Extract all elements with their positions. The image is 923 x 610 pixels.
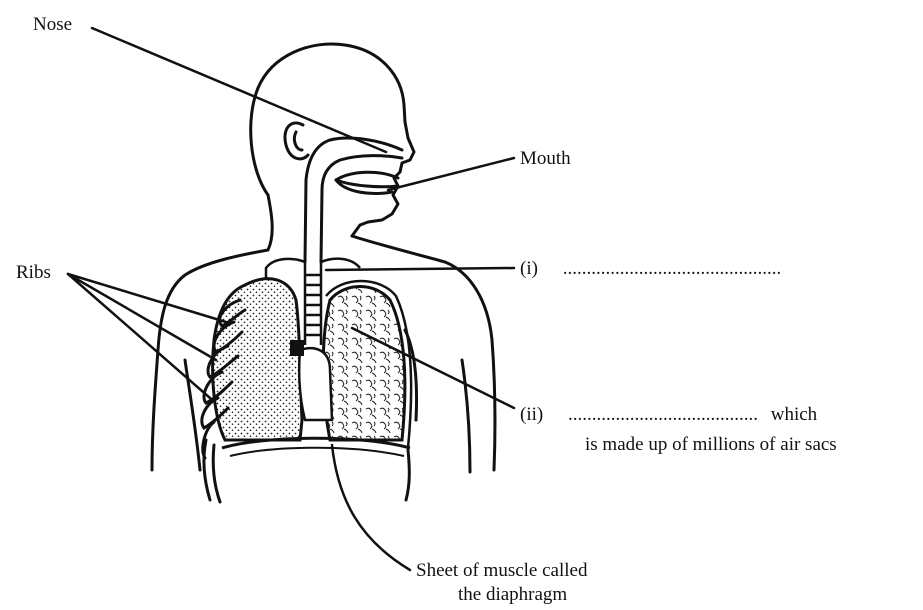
ribs-leader-3 [68,274,210,398]
diaphragm-label-line1: Sheet of muscle called [416,560,587,582]
diaphragm-leader [332,445,410,570]
diaphragm-label-line2: the diaphragm [458,584,567,606]
heart [299,348,332,420]
mouth-leader [388,158,514,190]
mouth-label: Mouth [520,148,571,170]
blank-ii-line2: is made up of millions of air sacs [585,434,837,456]
bronchus-node [290,340,304,356]
blank-i: (i) ....................................… [520,258,781,280]
ribs-leader-2 [68,274,216,360]
airway [305,138,402,262]
trachea-leader [326,268,514,270]
blank-ii-dots: ........................................ [568,404,758,425]
ribs-leader-1 [68,274,226,322]
left-lung [213,279,302,440]
blank-ii-suffix: which [771,404,817,425]
blank-ii-marker: (ii) [520,404,543,425]
diaphragm-inner [230,448,404,456]
nose-label: Nose [33,14,72,36]
blank-i-marker: (i) [520,258,538,279]
nose-leader [92,28,386,152]
blank-i-dots: ........................................… [563,258,782,279]
blank-ii: (ii) ...................................… [520,404,817,426]
right-lung [323,287,405,441]
ribs-label: Ribs [16,262,51,284]
